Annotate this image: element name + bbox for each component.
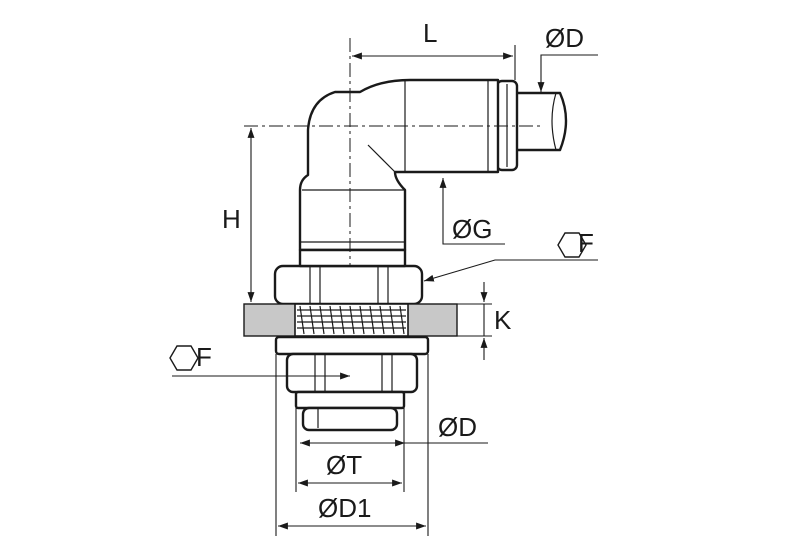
dimension-T: ØT	[295, 408, 405, 492]
tube	[513, 91, 568, 152]
label-T: ØT	[326, 450, 362, 480]
label-D-bottom: ØD	[438, 412, 477, 442]
dimension-F-top: F	[423, 228, 598, 282]
dimension-L: L	[352, 18, 516, 80]
dimension-K: K	[457, 282, 512, 360]
bottom-spigot	[294, 390, 406, 432]
label-F-left: F	[196, 342, 212, 372]
upper-hex-nut	[273, 248, 424, 306]
dimension-F-left: F	[169, 342, 350, 380]
label-G: ØG	[452, 214, 492, 244]
label-H: H	[222, 204, 241, 234]
dimension-D-bottom: ØD	[300, 412, 488, 447]
hexagon-icon	[169, 345, 199, 371]
dimension-G: ØG	[439, 178, 505, 245]
label-F-top: F	[578, 228, 594, 258]
center-lines	[244, 38, 540, 265]
label-D-top: ØD	[545, 23, 584, 53]
hexagon-icon	[557, 232, 587, 258]
dimension-D1: ØD1	[275, 354, 429, 536]
dimension-D-top: ØD	[537, 23, 598, 92]
lower-hex-nut	[274, 335, 430, 394]
label-D1: ØD1	[318, 493, 371, 523]
panel	[243, 303, 458, 337]
label-L: L	[423, 18, 437, 48]
label-K: K	[494, 305, 512, 335]
dimension-H: H	[222, 128, 255, 302]
